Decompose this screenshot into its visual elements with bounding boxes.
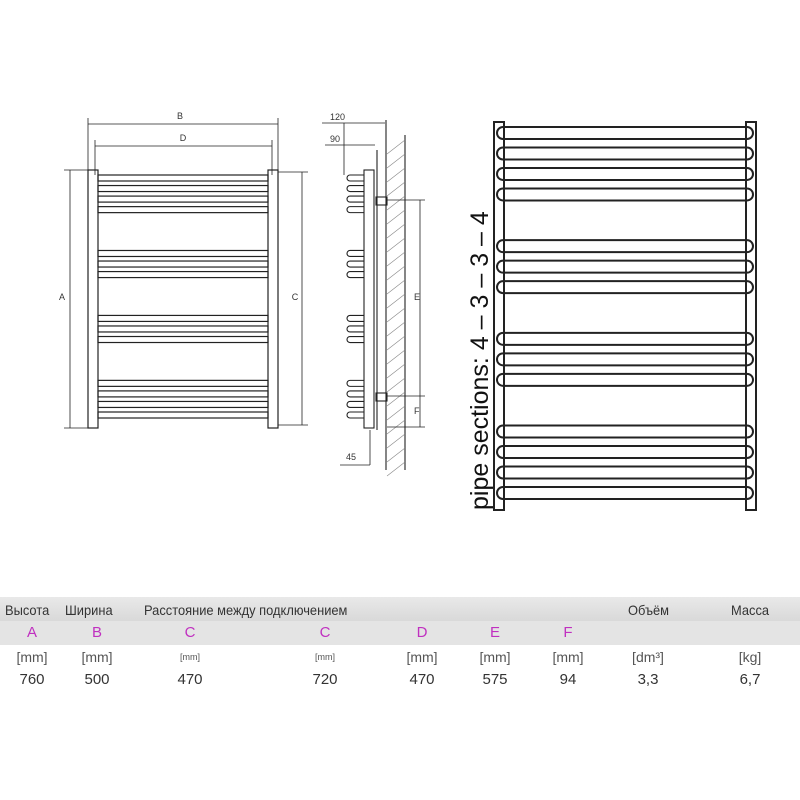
dim-d-label: D xyxy=(180,133,187,143)
column-letter: E xyxy=(489,624,501,641)
front-bar xyxy=(97,184,269,193)
dim-120-label: 120 xyxy=(330,112,345,122)
side-fin xyxy=(346,379,364,387)
pipe-section xyxy=(496,146,754,161)
column-unit: [mm] xyxy=(16,649,48,665)
column-letter: C xyxy=(319,624,331,641)
pipe-section xyxy=(496,372,754,387)
pipe-section xyxy=(496,465,754,480)
column-value: 6,7 xyxy=(739,671,761,688)
front-bar xyxy=(97,390,269,398)
dim-f-label: F xyxy=(414,406,420,416)
front-bars xyxy=(97,174,269,419)
side-fin xyxy=(346,206,364,214)
right-rail xyxy=(267,169,279,429)
front-bar xyxy=(97,335,269,344)
column-letter: B xyxy=(91,624,103,641)
column-unit: [mm] xyxy=(81,649,113,665)
side-fin xyxy=(346,174,364,182)
front-bar xyxy=(97,249,269,258)
dim-b-label: B xyxy=(177,111,183,121)
front-bar xyxy=(97,411,269,419)
front-bar xyxy=(97,195,269,203)
pipe-section xyxy=(496,259,754,274)
technical-drawing: B D A C 120 90 E F 45 pipe sections: 4 –… xyxy=(59,111,757,511)
pipe-sections xyxy=(496,126,754,500)
column-unit: [mm] xyxy=(315,652,335,662)
column-value: 470 xyxy=(177,671,203,688)
pipe-section xyxy=(496,331,754,346)
side-fin xyxy=(346,249,364,258)
column-unit: [mm] xyxy=(406,649,438,665)
front-bar xyxy=(97,325,269,333)
column-unit: [mm] xyxy=(552,649,584,665)
front-bar xyxy=(97,400,269,409)
header-volume: Объём xyxy=(628,602,670,618)
pipe-section xyxy=(496,166,754,181)
pipe-section xyxy=(496,187,754,202)
header-mass: Масса xyxy=(731,602,770,618)
sections-label: pipe sections: 4 – 3 – 3 – 4 xyxy=(466,211,494,510)
header-distance: Расстояние между подключением xyxy=(144,602,348,618)
side-fin xyxy=(346,335,364,344)
dim-90-label: 90 xyxy=(330,134,340,144)
front-bar xyxy=(97,379,269,387)
side-fin xyxy=(346,390,364,398)
side-fin xyxy=(346,314,364,322)
header-height: Высота xyxy=(5,602,50,618)
pipe-section xyxy=(496,352,754,367)
pipe-section xyxy=(496,280,754,295)
column-letter: A xyxy=(26,624,38,641)
side-fin xyxy=(346,195,364,203)
column-value: 3,3 xyxy=(637,671,659,688)
column-value: 575 xyxy=(482,671,508,688)
side-fin xyxy=(346,400,364,409)
side-fin xyxy=(346,260,364,268)
left-rail xyxy=(87,169,99,429)
column-value: 720 xyxy=(312,671,338,688)
column-unit: [kg] xyxy=(738,649,762,665)
sections-view xyxy=(493,121,757,511)
front-bar xyxy=(97,314,269,323)
column-value: 760 xyxy=(19,671,45,688)
column-value: 94 xyxy=(559,671,577,688)
side-view xyxy=(322,120,425,477)
header-width: Ширина xyxy=(65,602,113,618)
front-bar xyxy=(97,174,269,182)
side-fin xyxy=(346,411,364,419)
column-unit: [mm] xyxy=(479,649,511,665)
side-fin xyxy=(346,271,364,279)
column-unit: [dm³] xyxy=(632,649,664,665)
front-bar xyxy=(97,206,269,214)
side-fin xyxy=(346,184,364,193)
pipe-section xyxy=(496,424,754,439)
front-view xyxy=(64,118,308,429)
pipe-section xyxy=(496,486,754,500)
pipe-section xyxy=(496,445,754,460)
spec-table: Высота Ширина Расстояние между подключен… xyxy=(0,597,800,697)
side-fin xyxy=(346,325,364,333)
column-value: 500 xyxy=(84,671,110,688)
front-bar xyxy=(97,260,269,268)
dim-e-label: E xyxy=(414,292,420,302)
dim-c-label: C xyxy=(292,292,299,302)
pipe-section xyxy=(496,239,754,254)
column-value: 470 xyxy=(409,671,435,688)
column-letter: D xyxy=(416,624,428,641)
dim-a-label: A xyxy=(59,292,65,302)
column-letter: F xyxy=(563,624,573,641)
dim-45-label: 45 xyxy=(346,452,356,462)
front-bar xyxy=(97,270,269,279)
column-unit: [mm] xyxy=(180,652,200,662)
column-letter: C xyxy=(184,624,196,641)
pipe-section xyxy=(496,126,754,140)
